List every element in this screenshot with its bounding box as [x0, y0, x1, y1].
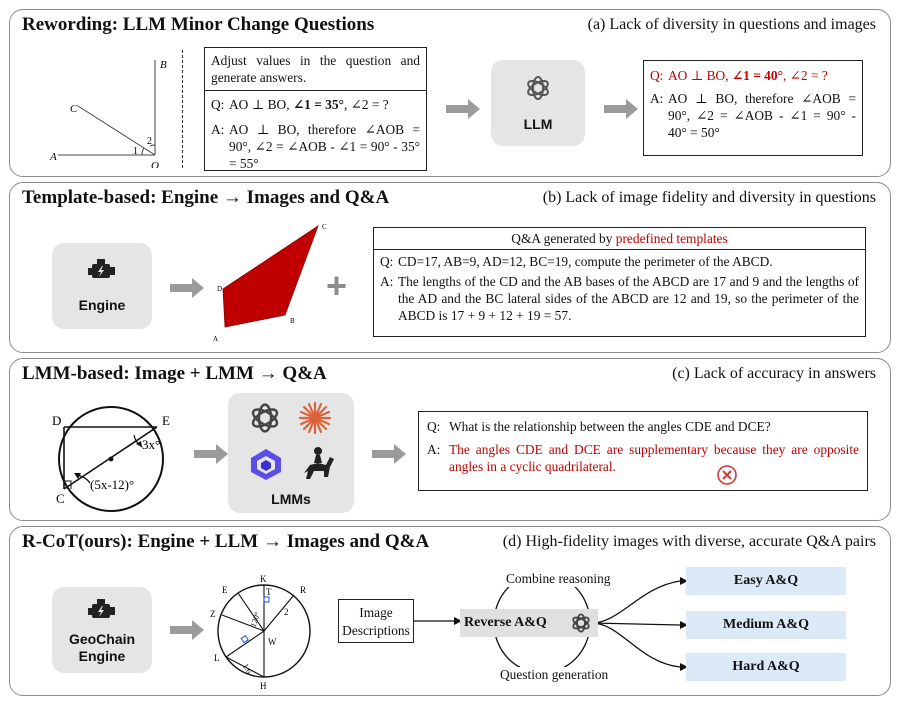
lmm-qa-box: Q: What is the relationship between the … [418, 411, 868, 491]
panel-rewording: Rewording: LLM Minor Change Questions (a… [9, 9, 891, 177]
label-len: 1.6 [241, 662, 254, 675]
openai-icon [251, 403, 279, 433]
quad-shape [222, 224, 319, 328]
wrong-icon [717, 465, 737, 485]
question-line: Q: CD=17, AB=9, AD=12, BC=19, compute th… [380, 254, 773, 269]
label-c: C [322, 223, 327, 231]
output-answer-line: A: AO ⊥ BO, therefore ∠AOB = 90°, ∠2 = ∠… [650, 91, 856, 140]
label-angle-c: (5x-12)° [90, 477, 134, 492]
arrow-icon [170, 620, 204, 640]
engine-icon [88, 599, 115, 618]
panel-b-title: Template-based: Engine → Images and Q&A [22, 187, 390, 208]
easy-aq-box: Easy A&Q [686, 567, 846, 595]
panel-a-title: Rewording: LLM Minor Change Questions [22, 14, 375, 35]
input-qa-box: Adjust values in the question and genera… [204, 47, 427, 171]
starburst-icon [298, 401, 332, 435]
combine-label: Combine reasoning [504, 571, 613, 587]
lmm-box: LMMs [228, 393, 354, 513]
arrow-icon [446, 99, 480, 119]
angle-arc-2 [149, 144, 156, 147]
template-qa-box: Q&A generated by predefined templates Q:… [373, 227, 866, 337]
engine-icon [88, 259, 115, 278]
label-1: 1 [133, 146, 138, 157]
label-k: K [260, 574, 267, 584]
llm-box: LLM [491, 60, 585, 146]
label-c: C [70, 103, 78, 115]
answer-line: A: The lengths of the CD and the AB base… [380, 274, 859, 323]
label-o: O [151, 160, 159, 168]
panel-d-note: (d) High-fidelity images with diverse, a… [502, 533, 876, 550]
circle [58, 406, 164, 512]
panel-c-note: (c) Lack of accuracy in answers [672, 365, 876, 382]
output-question-line: Q: AO ⊥ BO, ∠1 = 40°, ∠2 = ? [650, 68, 828, 83]
panel-a-note: (a) Lack of diversity in questions and i… [587, 16, 876, 33]
label-a: A [213, 335, 218, 343]
hard-aq-box: Hard A&Q [686, 653, 846, 681]
answer-line: A: AO ⊥ BO, therefore ∠AOB = 90°, ∠2 = ∠… [211, 122, 420, 171]
geo-circle-figure: E K R T Z W L H 120° 2 1.6 [210, 574, 311, 691]
angle-arc [141, 147, 145, 156]
question-generation-label: Question generation [498, 667, 611, 683]
circle-figure: D E C 3x° (5x-12)° [52, 406, 170, 512]
rider-icon [304, 447, 334, 479]
label-a: A [49, 151, 57, 163]
label-e: E [222, 585, 228, 595]
engine-label: Engine [78, 297, 126, 313]
label-t: T [266, 587, 272, 597]
engine-box: Engine [52, 243, 152, 329]
panel-template: Template-based: Engine → Images and Q&A … [9, 182, 891, 353]
quadrilateral-figure: A B C D [213, 223, 327, 343]
label-c: C [56, 491, 65, 506]
output-qa-box: Q: AO ⊥ BO, ∠1 = 40°, ∠2 = ? A: AO ⊥ BO,… [643, 60, 863, 156]
label-2: 2 [284, 607, 289, 617]
answer-line: A: The angles CDE and DCE are supplement… [427, 442, 859, 474]
panel-d-title: R-CoT(ours): Engine + LLM → Images and Q… [22, 531, 430, 552]
instruction-text: Adjust values in the question and genera… [205, 48, 426, 91]
separator-dashed [182, 50, 183, 168]
label-d: D [217, 285, 222, 293]
template-header: Q&A generated by predefined templates [374, 228, 865, 250]
medium-aq-box: Medium A&Q [686, 611, 846, 639]
plus-sign: + [326, 265, 348, 306]
geochain-engine-box: GeoChain Engine [52, 587, 152, 673]
label-r: R [300, 585, 306, 595]
image-descriptions-box: Image Descriptions [338, 599, 414, 643]
panel-b-note: (b) Lack of image fidelity and diversity… [542, 189, 876, 206]
lmm-label: LMMs [271, 491, 311, 507]
label-w: W [268, 637, 277, 647]
label-b: B [290, 317, 295, 325]
label-2: 2 [147, 136, 152, 147]
arrow-icon [170, 278, 204, 298]
arrow-icon [604, 99, 638, 119]
label-b: B [160, 59, 167, 71]
arrow-icon [372, 444, 406, 464]
llm-label: LLM [523, 116, 553, 132]
label-h: H [260, 681, 267, 691]
label-e: E [162, 413, 170, 428]
panel-lmm: LMM-based: Image + LMM → Q&A (c) Lack of… [9, 358, 891, 521]
question-line: Q: What is the relationship between the … [427, 419, 771, 434]
ray-oc [77, 105, 156, 156]
question-line: Q: AO ⊥ BO, ∠1 = 35°, ∠2 = ? [211, 97, 389, 112]
openai-icon [572, 613, 590, 633]
engine-label: Engine [78, 648, 126, 664]
arrow-icon [194, 444, 228, 464]
label-l: L [214, 653, 220, 663]
reverse-aq-box: Reverse A&Q [460, 609, 598, 637]
angle-figure: B C A O 1 2 [49, 59, 167, 168]
geochain-label: GeoChain [68, 631, 136, 647]
label-z: Z [210, 609, 216, 619]
label-d: D [52, 413, 61, 428]
label-angle-e: 3x° [142, 437, 160, 452]
hexagon-logo-icon [251, 449, 281, 480]
panel-rcot: R-CoT(ours): Engine + LLM → Images and Q… [9, 526, 891, 696]
panel-c-title: LMM-based: Image + LMM → Q&A [22, 363, 327, 384]
openai-icon [527, 76, 549, 100]
